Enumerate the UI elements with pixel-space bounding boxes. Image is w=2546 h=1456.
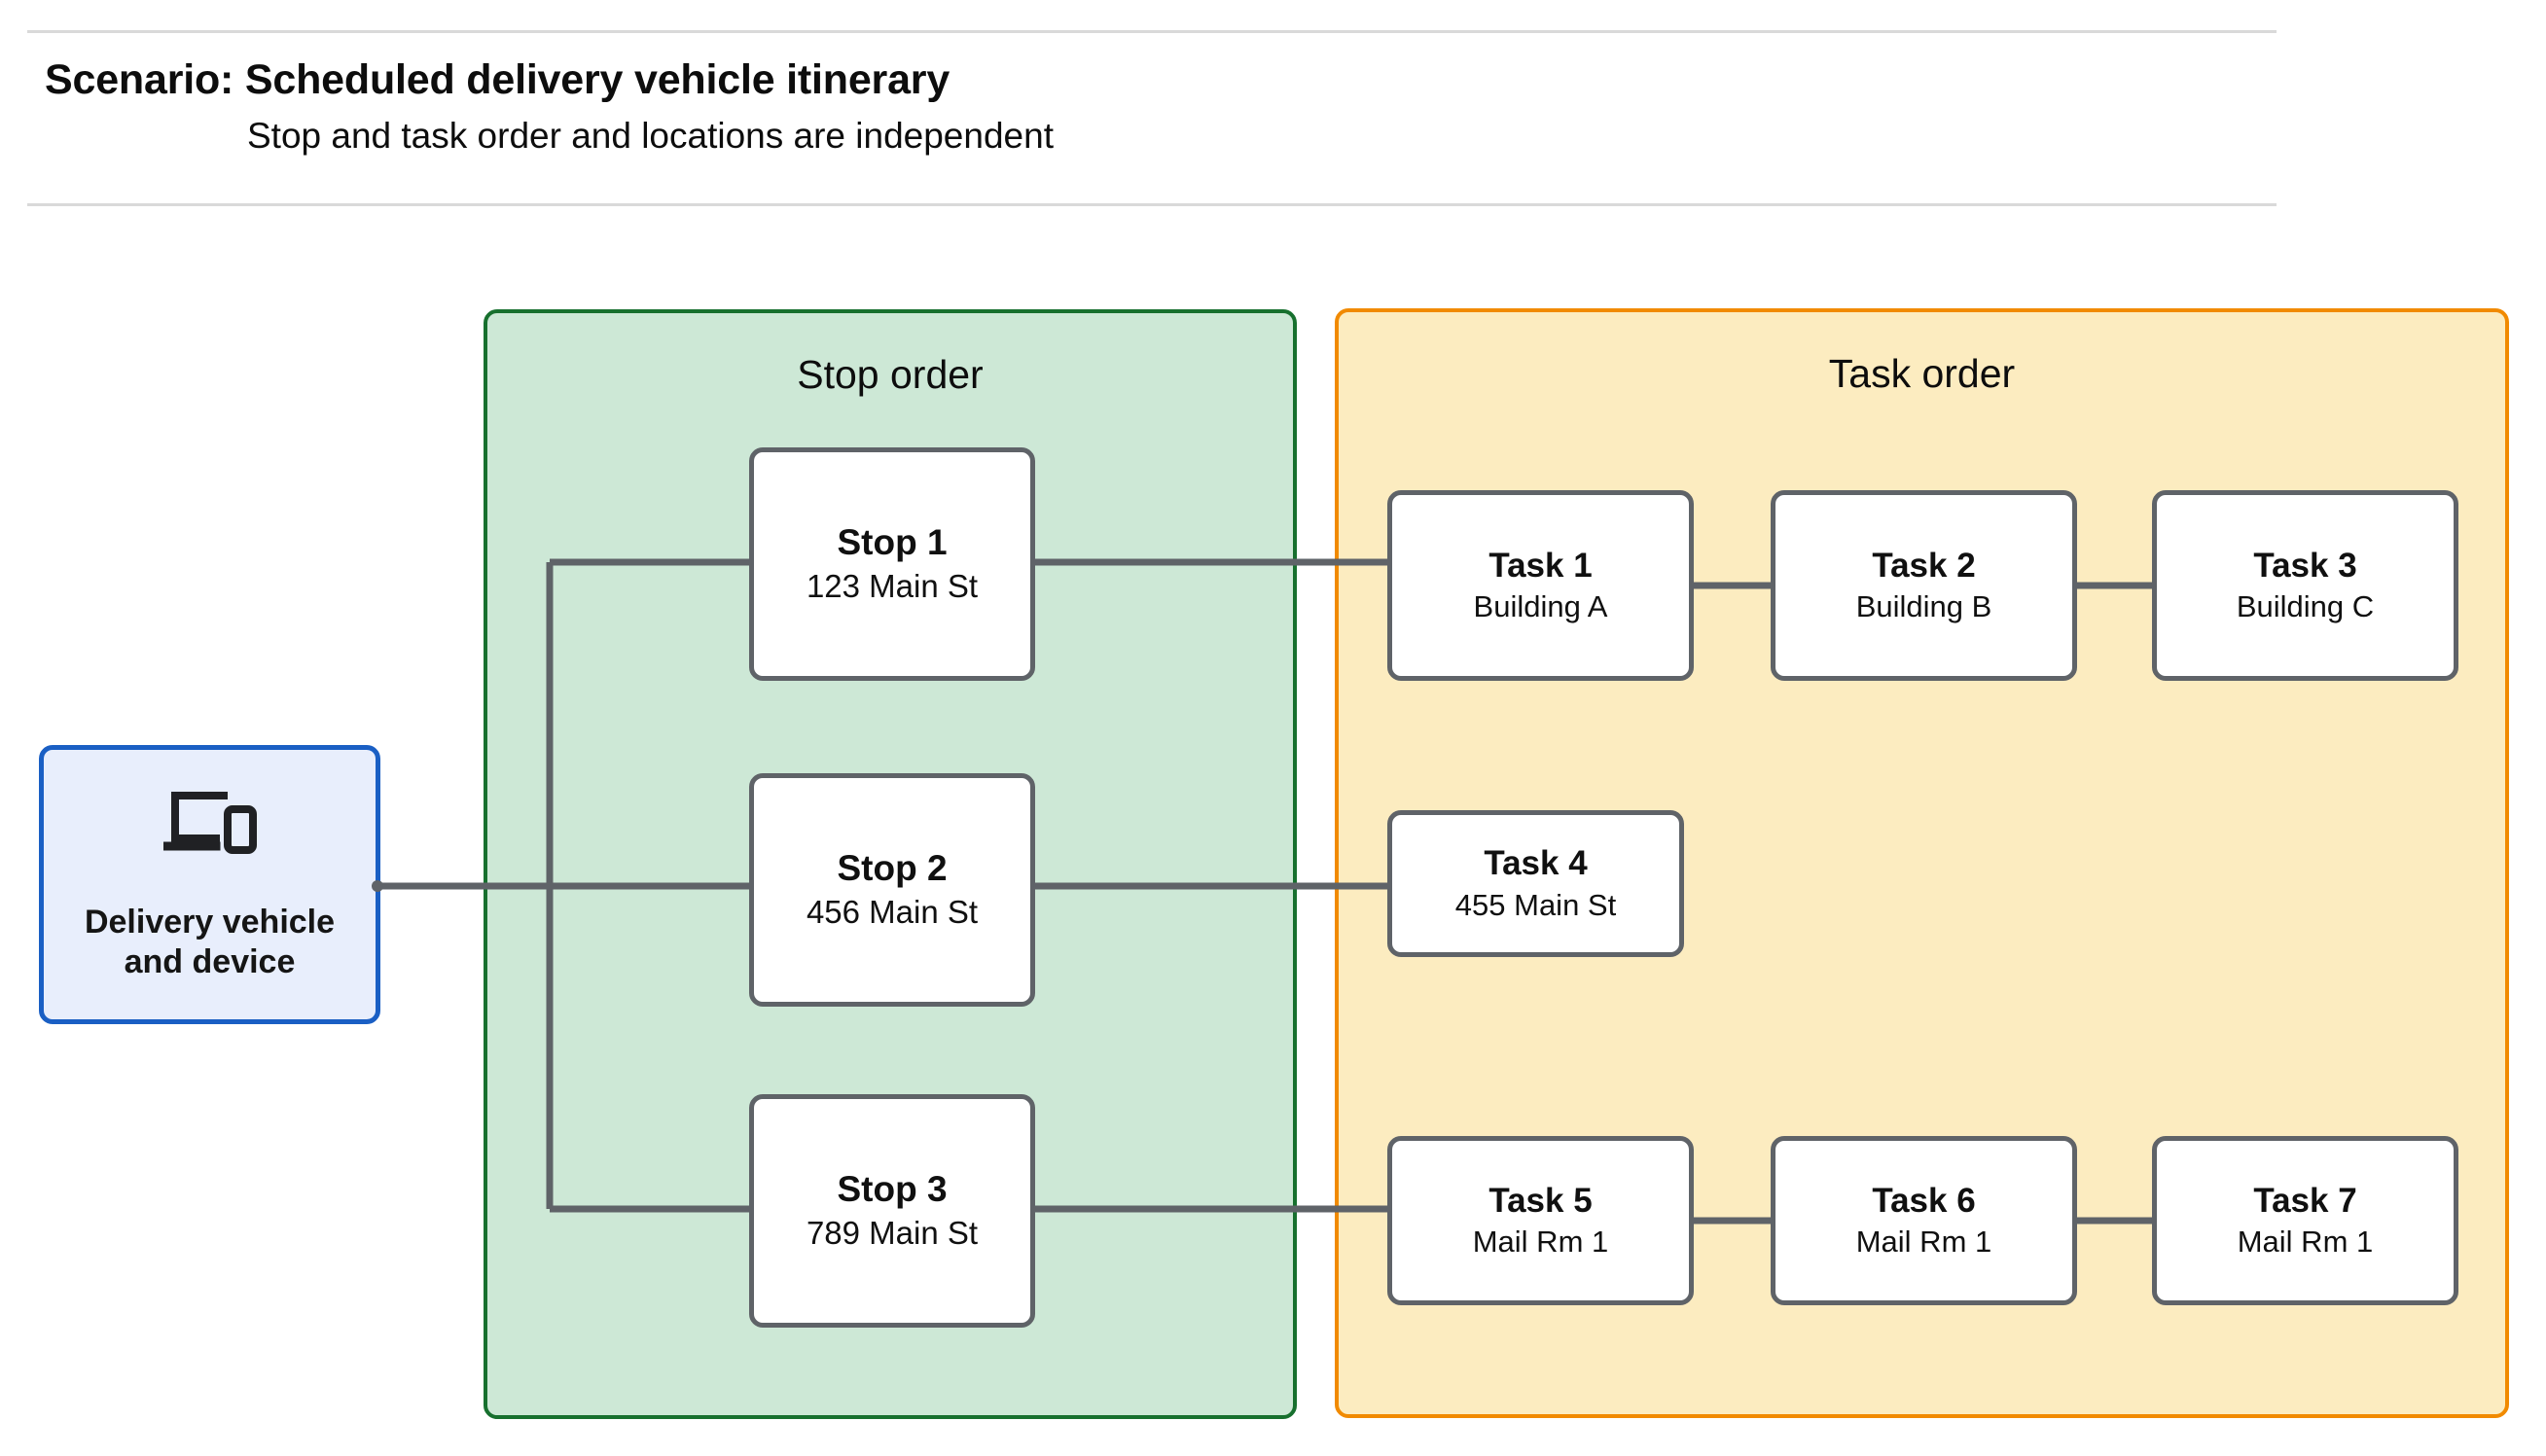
stop-node-title: Stop 1: [837, 522, 948, 563]
header: Scenario: Scheduled delivery vehicle iti…: [0, 0, 2277, 209]
task-node-title: Task 3: [2253, 546, 2357, 585]
task-node-6[interactable]: Task 6 Mail Rm 1: [1771, 1136, 2077, 1305]
task-node-7[interactable]: Task 7 Mail Rm 1: [2152, 1136, 2458, 1305]
task-node-title: Task 5: [1488, 1181, 1593, 1220]
task-node-location: Mail Rm 1: [2237, 1225, 2374, 1259]
task-node-location: Mail Rm 1: [1472, 1225, 1609, 1259]
task-node-location: Building A: [1473, 589, 1608, 623]
task-node-title: Task 2: [1872, 546, 1976, 585]
task-node-title: Task 4: [1484, 844, 1588, 883]
stop-node-3[interactable]: Stop 3 789 Main St: [749, 1094, 1035, 1328]
task-node-location: Building C: [2236, 589, 2375, 623]
task-node-2[interactable]: Task 2 Building B: [1771, 490, 2077, 681]
task-node-location: Building B: [1855, 589, 1992, 623]
task-node-title: Task 6: [1872, 1181, 1976, 1220]
page-title: Scenario: Scheduled delivery vehicle iti…: [45, 56, 950, 103]
delivery-vehicle-and-device-node[interactable]: Delivery vehicle and device: [39, 745, 380, 1024]
stop-node-address: 456 Main St: [806, 893, 979, 930]
stop-node-address: 789 Main St: [806, 1214, 979, 1251]
task-node-title: Task 7: [2253, 1181, 2357, 1220]
stop-node-title: Stop 2: [837, 848, 948, 889]
task-node-5[interactable]: Task 5 Mail Rm 1: [1387, 1136, 1694, 1305]
stop-node-1[interactable]: Stop 1 123 Main St: [749, 447, 1035, 681]
task-node-3[interactable]: Task 3 Building C: [2152, 490, 2458, 681]
task-order-panel-title: Task order: [1828, 351, 2016, 396]
header-rule-bottom: [27, 203, 2277, 206]
task-node-title: Task 1: [1488, 546, 1593, 585]
page-subtitle: Stop and task order and locations are in…: [247, 116, 1054, 156]
device-node-label: Delivery vehicle and device: [84, 904, 336, 980]
task-node-location: Mail Rm 1: [1855, 1225, 1992, 1259]
task-node-1[interactable]: Task 1 Building A: [1387, 490, 1694, 681]
stop-order-panel-title: Stop order: [797, 352, 984, 397]
stop-node-address: 123 Main St: [806, 567, 979, 604]
devices-icon: [162, 792, 257, 855]
stop-node-2[interactable]: Stop 2 456 Main St: [749, 773, 1035, 1007]
stop-node-title: Stop 3: [837, 1169, 948, 1210]
task-node-4[interactable]: Task 4 455 Main St: [1387, 810, 1684, 957]
header-rule-top: [27, 30, 2277, 33]
task-node-location: 455 Main St: [1454, 887, 1617, 922]
